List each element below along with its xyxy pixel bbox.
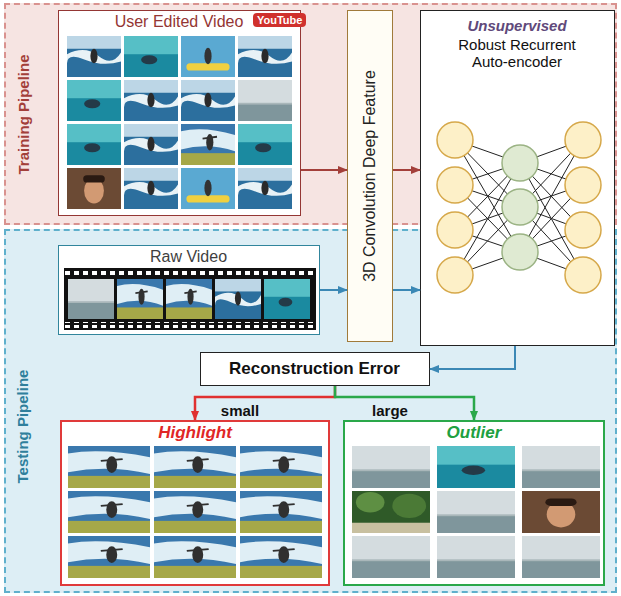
process-box: Reconstruction Error: [200, 352, 430, 386]
box-title: User Edited Video: [115, 13, 244, 31]
autoencoder-box: UnsupervisedRobust Recurrent Auto-encode…: [420, 10, 615, 346]
box-subtitle: Unsupervised: [467, 17, 566, 34]
box-title: Reconstruction Error: [229, 359, 400, 379]
box-title: Raw Video: [150, 248, 227, 266]
outlier-grid: [352, 446, 600, 578]
box-title: Robust Recurrent Auto-encoder: [442, 36, 592, 70]
user-video-grid: [67, 36, 292, 209]
edge-label: large: [370, 402, 410, 419]
film-strip: [64, 268, 316, 330]
training-video-box: User Edited Video: [58, 10, 301, 216]
region-label: Training Pipeline: [15, 54, 32, 174]
neural-network: [437, 122, 601, 293]
logo-text: YouTube: [253, 13, 306, 27]
flow-arrow: [335, 386, 474, 420]
flow-arrow: [195, 386, 335, 420]
edge-label-box: large: [370, 402, 410, 419]
edge-label: small: [219, 402, 261, 419]
flow-arrow: [430, 346, 515, 369]
region-label: Testing Pipeline: [15, 369, 32, 483]
highlight-box: Highlight: [60, 420, 330, 586]
edge-label-box: small: [219, 402, 261, 419]
flow-arrow: [393, 169, 420, 171]
highlight-grid: [68, 446, 322, 578]
raw-video-box: Raw Video: [58, 245, 320, 335]
outlier-box: Outlier: [343, 420, 605, 586]
box-title: Outlier: [447, 423, 502, 443]
feature-box: 3D Convolution Deep Feature: [347, 10, 393, 342]
flow-arrow: [320, 289, 347, 291]
label-box: YouTube: [253, 13, 306, 27]
box-title: 3D Convolution Deep Feature: [361, 70, 379, 282]
flow-arrow: [393, 289, 420, 291]
flow-arrow: [301, 169, 347, 171]
box-title: Highlight: [158, 423, 232, 443]
